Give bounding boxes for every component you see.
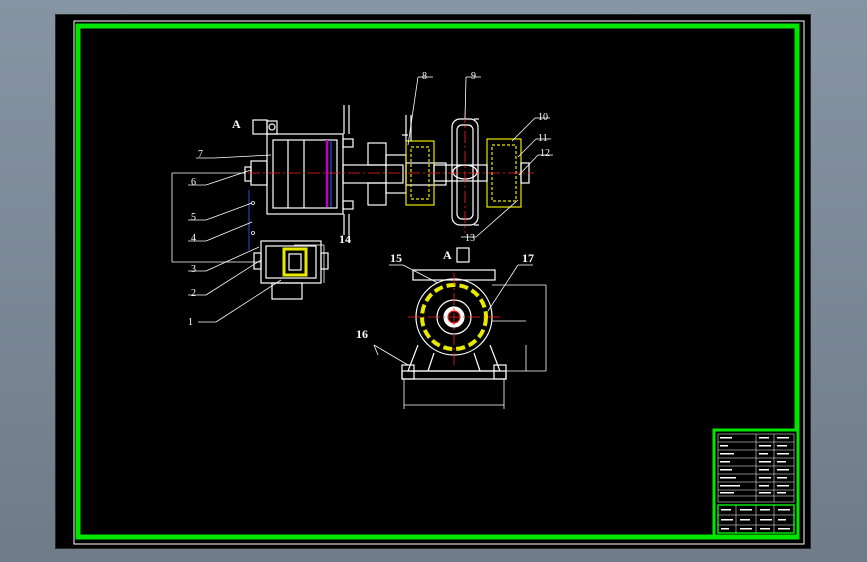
callout-2: 2 xyxy=(191,288,196,299)
drawing-frame xyxy=(75,23,800,540)
drawing-viewport[interactable]: A A 1 2 3 4 5 6 7 8 9 10 11 12 13 14 15 … xyxy=(55,14,811,549)
section-view xyxy=(401,247,547,409)
callout-5: 5 xyxy=(191,212,196,223)
callout-14: 14 xyxy=(339,232,351,246)
cad-drawing: A A 1 2 3 4 5 6 7 8 9 10 11 12 13 14 15 … xyxy=(73,20,805,545)
callout-6: 6 xyxy=(191,177,196,188)
sheet-border xyxy=(73,20,805,545)
callout-16: 16 xyxy=(356,327,368,341)
left-dimension-chain xyxy=(171,172,261,263)
callout-leaders xyxy=(188,76,553,323)
gearbox-housing xyxy=(266,133,344,215)
callout-1: 1 xyxy=(188,317,193,328)
title-block xyxy=(712,428,800,538)
callout-13: 13 xyxy=(465,233,475,244)
callout-8: 8 xyxy=(422,71,427,82)
section-label-view: A xyxy=(443,248,452,262)
callout-11: 11 xyxy=(538,133,548,144)
callout-12: 12 xyxy=(540,148,550,159)
section-label-top: A xyxy=(232,117,241,131)
callout-10: 10 xyxy=(538,112,548,123)
callout-4: 4 xyxy=(191,233,196,244)
callout-9: 9 xyxy=(471,71,476,82)
callout-3: 3 xyxy=(191,264,196,275)
callout-17: 17 xyxy=(522,251,534,265)
section-leaders xyxy=(373,264,533,366)
callout-15: 15 xyxy=(390,251,402,265)
callout-7: 7 xyxy=(198,149,203,160)
top-assembly-view xyxy=(244,105,530,235)
